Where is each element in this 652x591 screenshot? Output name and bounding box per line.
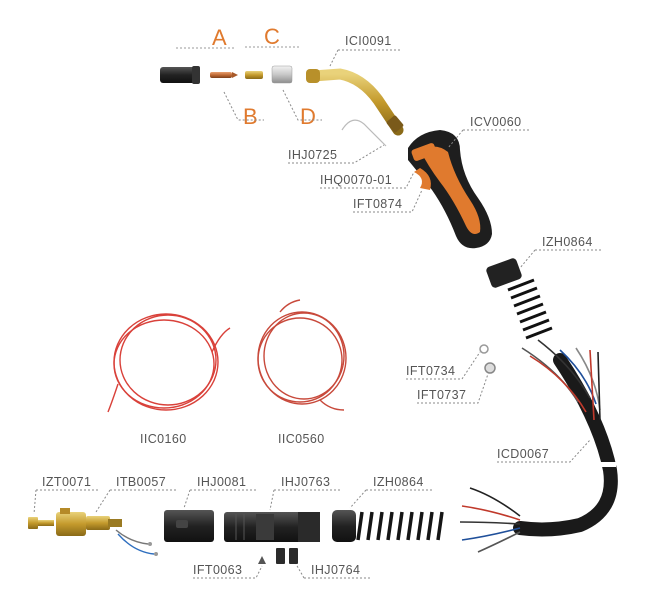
label-iic0160: IIC0160: [140, 432, 187, 446]
handle-part: [408, 130, 492, 249]
screw-ift0063-part: [258, 556, 266, 564]
label-ihj0081: IHJ0081: [197, 475, 246, 489]
liner-iic0160-part: [107, 313, 231, 413]
washer-ift0734: [479, 344, 489, 354]
contact-tip-part: [210, 72, 238, 78]
label-ift0734: IFT0734: [406, 364, 455, 378]
gas-diffuser-part: [271, 65, 293, 84]
central-adapter-izt0071-part: [28, 517, 54, 529]
letter-a: A: [212, 25, 227, 50]
spring-guard-top-part: [486, 258, 553, 340]
letter-d: D: [300, 104, 316, 129]
label-izt0071: IZT0071: [42, 475, 91, 489]
letter-b: B: [243, 104, 258, 129]
cable-assembly-part: [459, 339, 618, 553]
label-ihj0764: IHJ0764: [311, 563, 360, 577]
insulator-ihj0081-part: [164, 510, 214, 542]
spring-wire-part: [341, 119, 387, 147]
connector-ihj0763-part: [224, 512, 320, 542]
label-izh0864-top: IZH0864: [542, 235, 593, 249]
label-ici0091: ICI0091: [345, 34, 392, 48]
label-iic0560: IIC0560: [278, 432, 325, 446]
label-ift0063: IFT0063: [193, 563, 242, 577]
label-ift0874: IFT0874: [353, 197, 402, 211]
liner-iic0560-part: [257, 299, 347, 411]
nut-ift0737: [484, 362, 496, 374]
tip-holder-part: [245, 71, 263, 79]
label-itb0057: ITB0057: [116, 475, 166, 489]
torch-body-itb0057-part: [56, 508, 158, 556]
label-ihj0725: IHJ0725: [288, 148, 337, 162]
nozzle-part: [160, 66, 200, 84]
plug-ihj0764-part: [276, 548, 298, 564]
label-icd0067: ICD0067: [497, 447, 549, 461]
label-ift0737: IFT0737: [417, 388, 466, 402]
label-ihq0070: IHQ0070-01: [320, 173, 392, 187]
label-icv0060: ICV0060: [470, 115, 521, 129]
spring-guard-bottom-part: [332, 510, 444, 542]
label-ihj0763: IHJ0763: [281, 475, 330, 489]
label-izh0864-bottom: IZH0864: [373, 475, 424, 489]
letter-c: C: [264, 24, 280, 49]
swan-neck-part: [306, 68, 404, 136]
